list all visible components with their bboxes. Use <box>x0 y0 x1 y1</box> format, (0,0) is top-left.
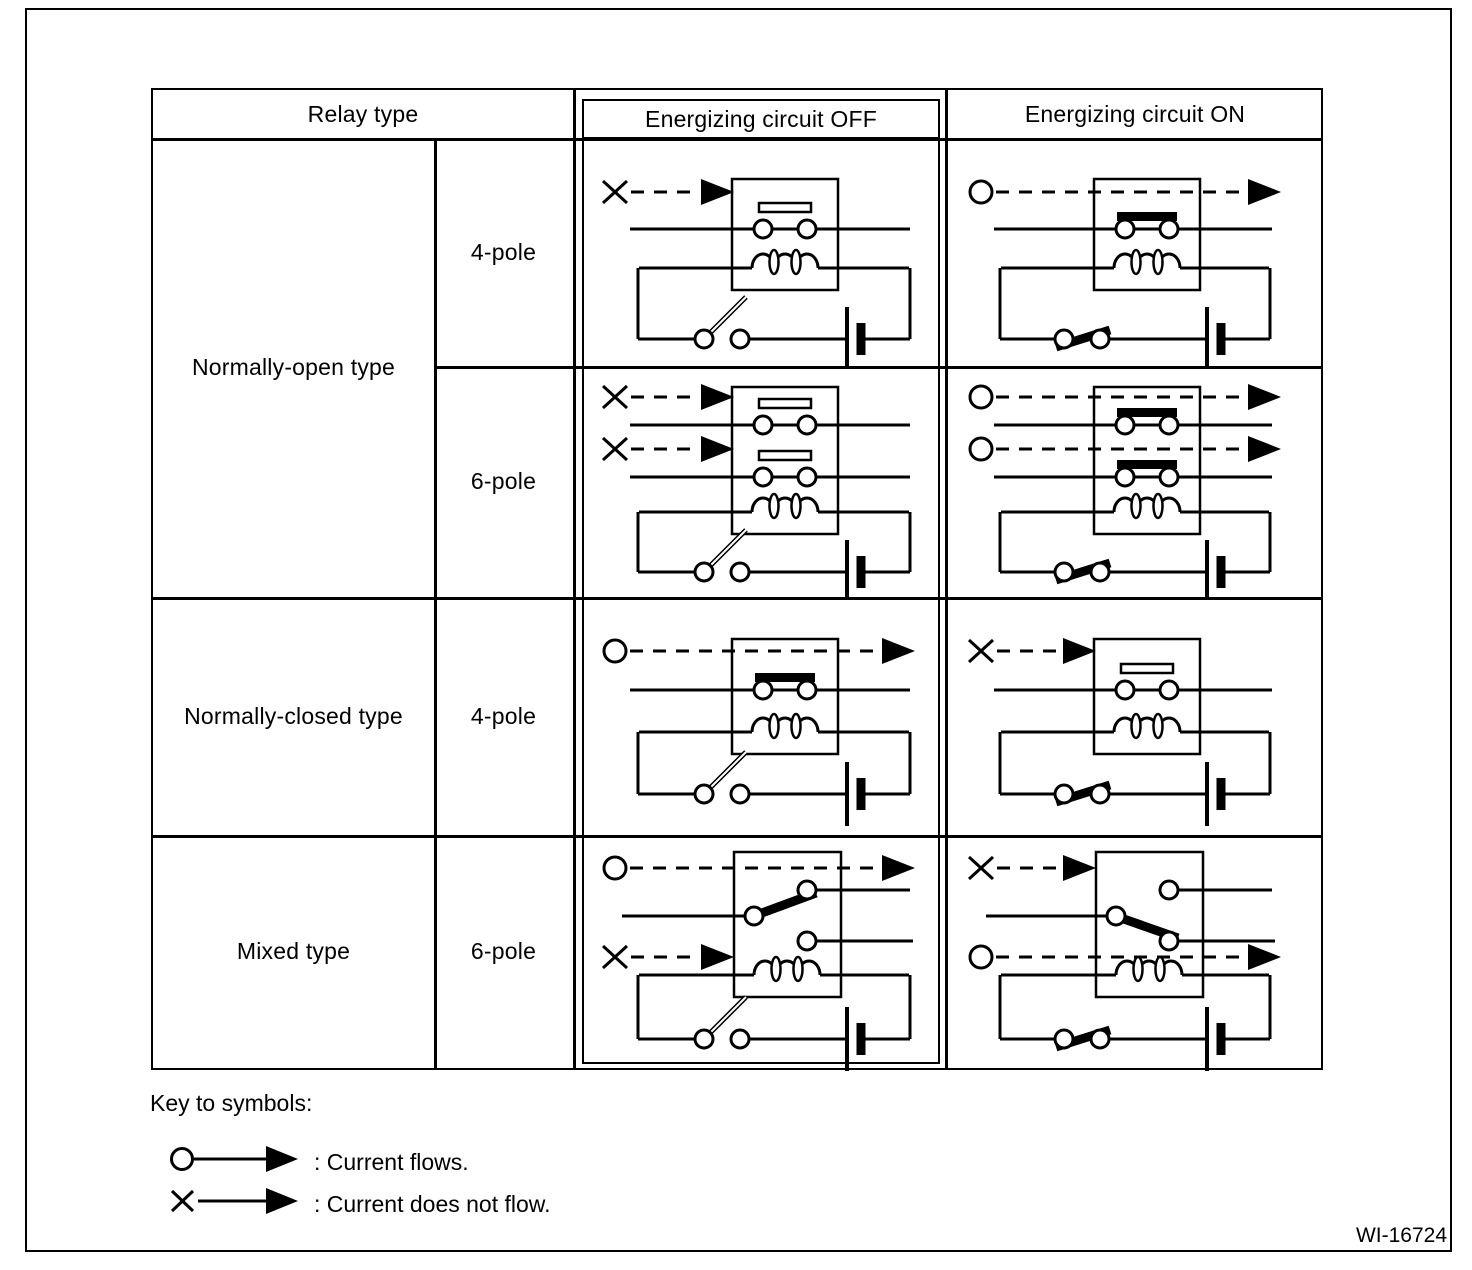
header-energizing-circuit-off: Energizing circuit OFF <box>645 105 877 132</box>
table-grid-line <box>573 90 576 1068</box>
circuit-diagram-nc4-on <box>945 597 1323 835</box>
page-border <box>25 8 1452 1252</box>
circuit-diagram-no6-off <box>573 366 945 597</box>
key-title: Key to symbols: <box>150 1090 313 1116</box>
table-grid-line <box>434 138 437 1068</box>
off-column-frame <box>582 99 940 1064</box>
circuit-diagram-mixed-off <box>573 835 945 1072</box>
header-energizing-circuit-on: Energizing circuit ON <box>1024 100 1246 127</box>
header-relay-type: Relay type <box>307 100 419 127</box>
table-grid-line <box>945 90 948 1068</box>
circuit-diagram-no4-off <box>573 138 945 366</box>
off-column-frame-header-line <box>582 137 940 140</box>
relay-table: Relay type Energizing circuit OFF Energi… <box>151 88 1323 1072</box>
key-item-label: : Current flows. <box>314 1148 469 1175</box>
current-does-not-flow-icon <box>168 1182 300 1226</box>
key-item-label: : Current does not flow. <box>314 1190 551 1217</box>
row-label-normally-closed: Normally-closed type <box>184 702 403 729</box>
pole-label: 4-pole <box>470 238 537 265</box>
table-grid-line <box>153 835 1321 838</box>
table-grid-line <box>434 366 1321 369</box>
key-item-current-flows: : Current flows. <box>168 1140 469 1184</box>
circuit-diagram-nc4-off <box>573 597 945 835</box>
table-grid-line <box>153 597 1321 600</box>
current-flows-icon <box>168 1140 300 1184</box>
pole-label: 4-pole <box>470 702 537 729</box>
circuit-diagram-no4-on <box>945 138 1323 366</box>
pole-label: 6-pole <box>470 468 537 494</box>
circuit-diagram-mixed-on <box>945 835 1323 1072</box>
pole-label: 6-pole <box>470 938 537 964</box>
row-label-normally-open: Normally-open type <box>191 354 396 380</box>
figure-code: WI-16724 <box>1355 1224 1447 1247</box>
row-label-mixed: Mixed type <box>236 938 351 964</box>
key-item-current-does-not-flow: : Current does not flow. <box>168 1182 551 1226</box>
circuit-diagram-no6-on <box>945 366 1323 597</box>
